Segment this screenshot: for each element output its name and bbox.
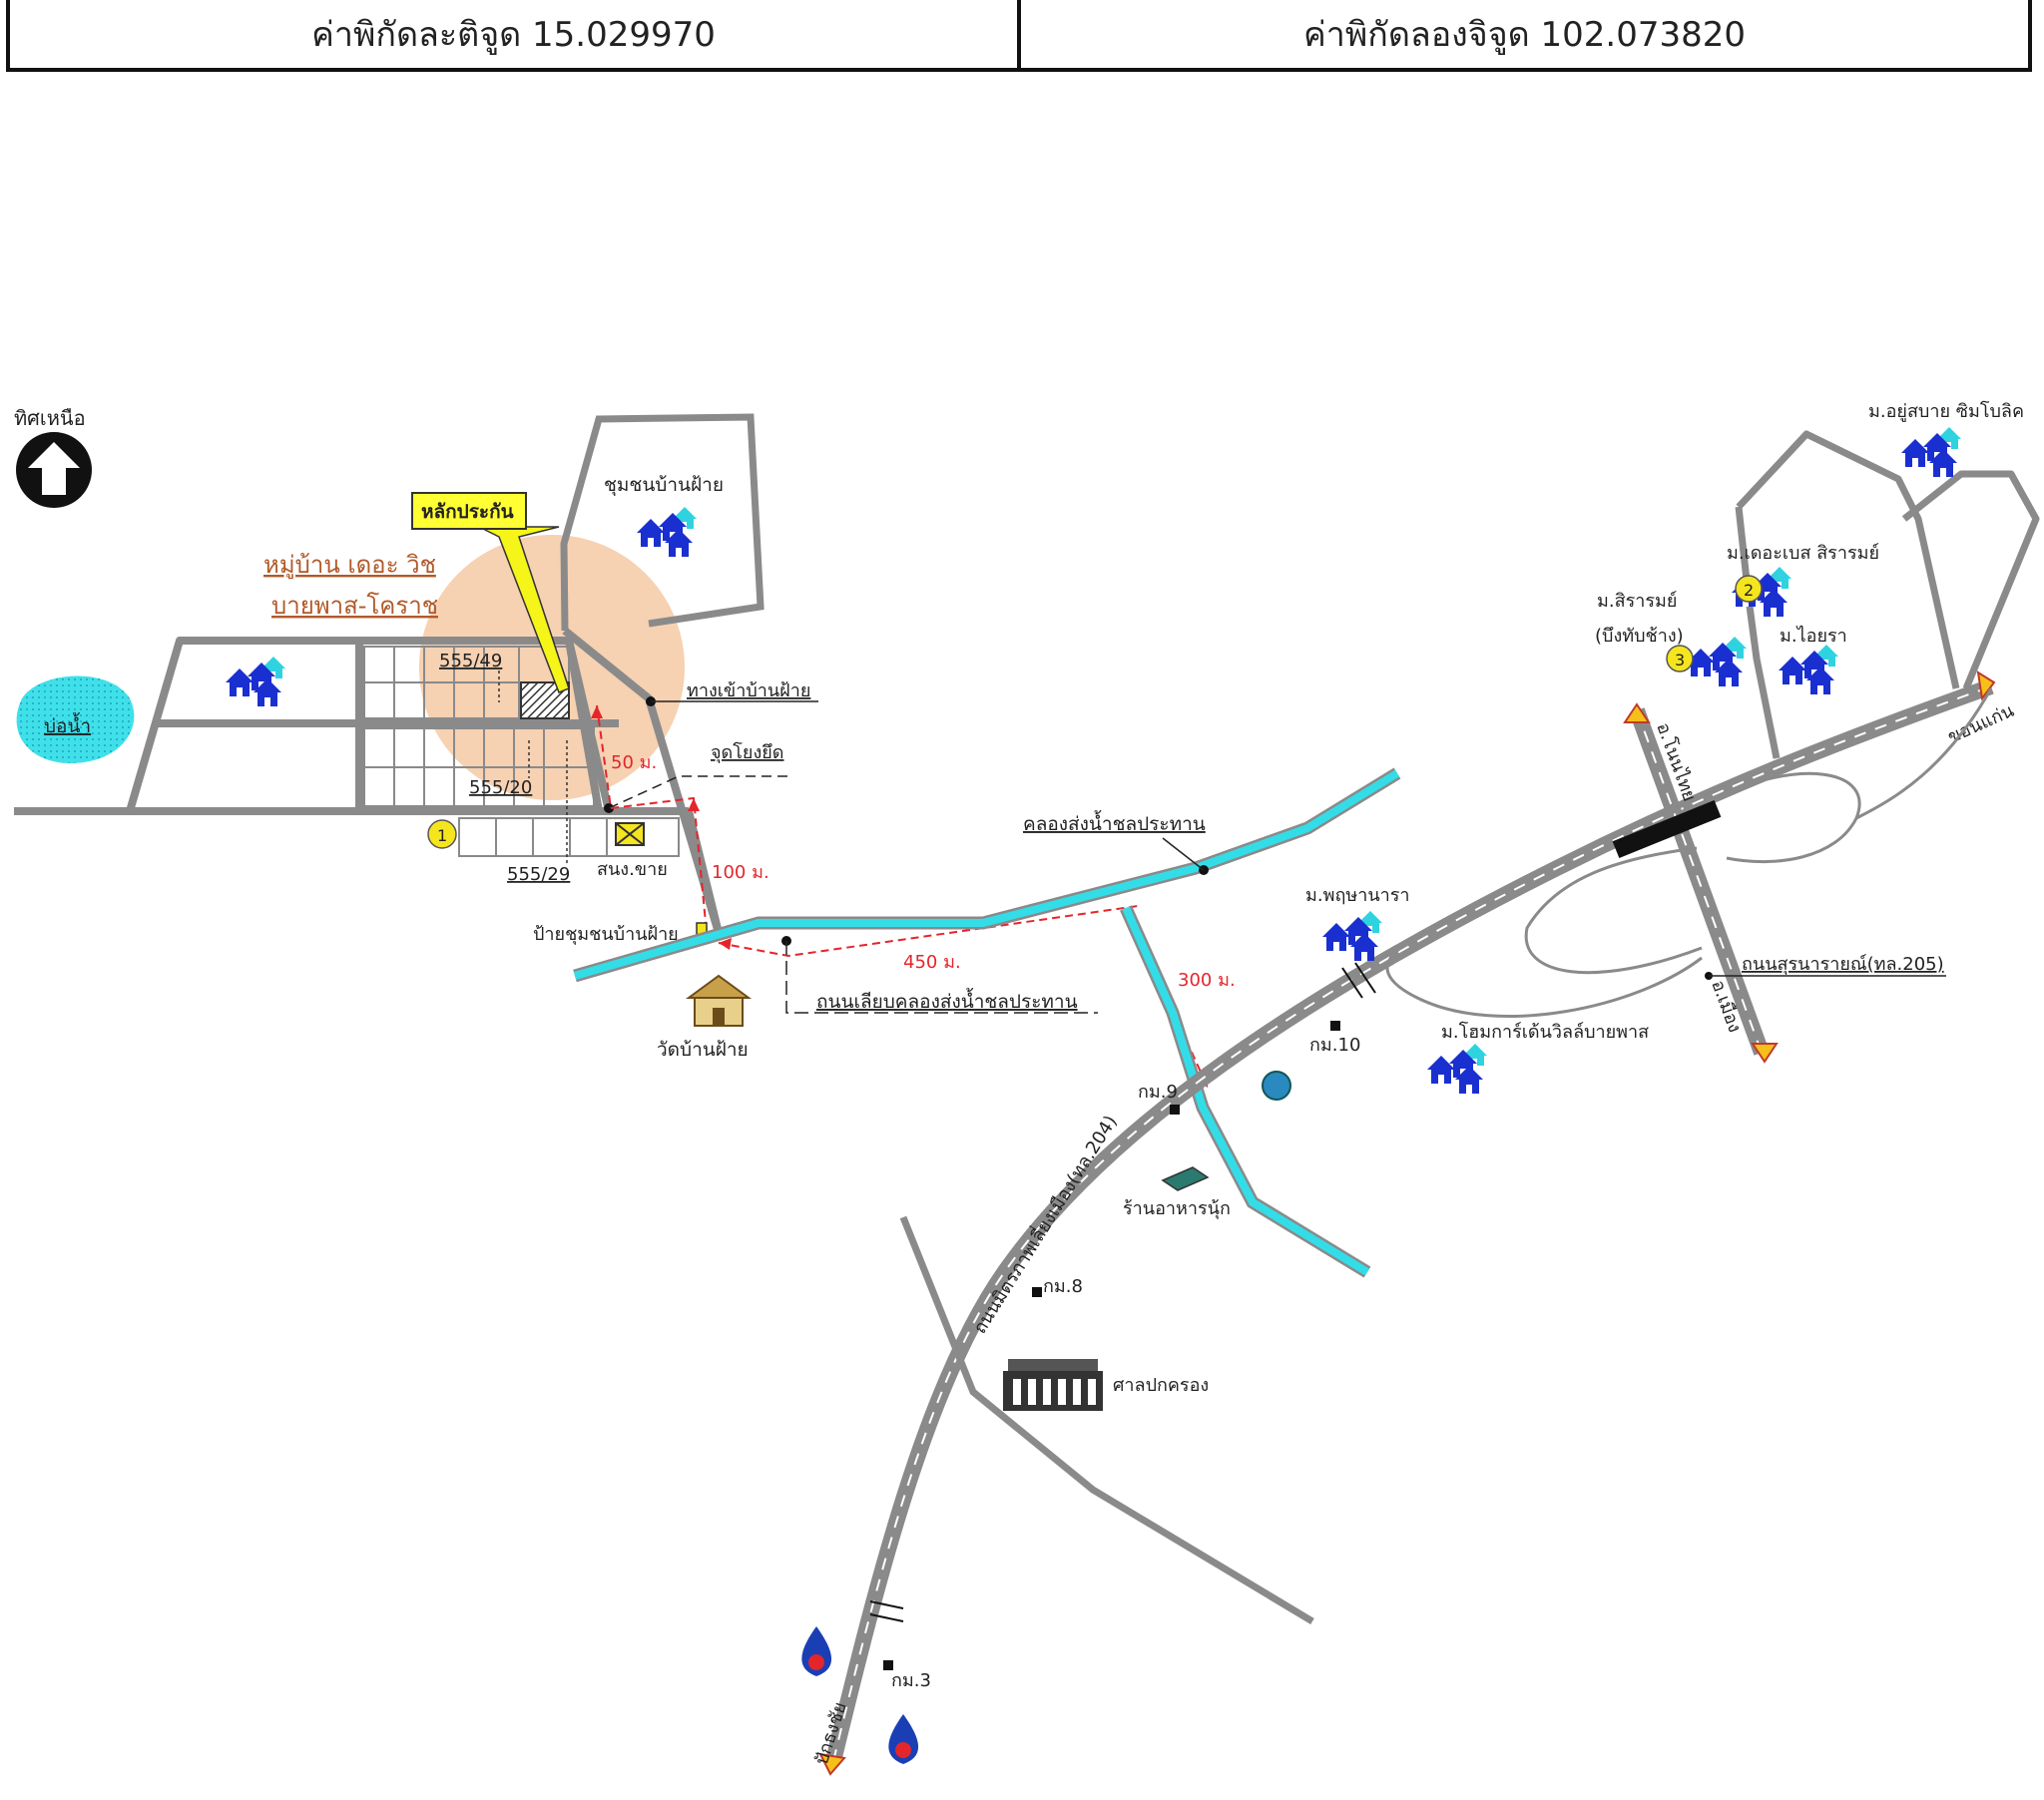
community-label: ชุมชนบ้านฝ้าย — [604, 474, 724, 497]
mittraphap-road-label: ถนนมิตรภาพเลี่ยงเมือง(ทล.204) — [967, 1111, 1122, 1338]
km9-label: กม.9 — [1138, 1082, 1178, 1103]
coordinate-bar: ค่าพิกัดละติจูด 15.029970 ค่าพิกัดลองจิจ… — [6, 0, 2032, 72]
marker-2-label: 2 — [1744, 581, 1754, 600]
temple-label: วัดบ้านฝ้าย — [657, 1039, 749, 1061]
restaurant-icon — [1161, 1166, 1210, 1191]
irrigation-canal — [573, 767, 1401, 1278]
distance-50-label: 50 ม. — [611, 752, 657, 773]
village-home-houses-icon — [1427, 1044, 1487, 1094]
village-sirarom-houses-icon — [1687, 637, 1747, 686]
court-building-icon — [1003, 1359, 1103, 1411]
collateral-callout-pointer — [478, 526, 570, 693]
village-pruksa-houses-icon — [1322, 911, 1382, 961]
distance-300-label: 300 ม. — [1178, 970, 1236, 991]
ptt-station-icon — [801, 1626, 832, 1676]
village-paradise-label: ม.เดอะเบส สิรารมย์ — [1727, 543, 1879, 564]
reference-point-label: จุดโยงยึด — [711, 741, 783, 763]
distance-arrowheads — [591, 705, 1208, 1088]
distance-lines — [596, 704, 1209, 1089]
project-houses-icon — [226, 657, 285, 706]
interchange-loops — [1385, 687, 1993, 1019]
plot-leader-lines — [498, 671, 568, 863]
longitude-label: ค่าพิกัดลองจิจูด 102.073820 — [1017, 0, 2028, 68]
surenarai-road-label: ถนนสุรนารายณ์(ทล.205) — [1742, 954, 1944, 975]
plot-555-20-label: 555/20 — [469, 777, 532, 798]
canal-label: คลองส่งน้ำชลประทาน — [1023, 810, 1206, 835]
canal-road-label: ถนนเลียบคลองส่งน้ำชลประทาน — [816, 988, 1078, 1013]
entrance-label: ทางเข้าบ้านฝ้าย — [687, 680, 810, 701]
village-ioyra-houses-icon — [1779, 645, 1838, 694]
northeast-village-boundaries — [1735, 430, 2040, 759]
community-sign-label: ป้ายชุมชนบ้านฝ้าย — [533, 924, 679, 945]
km10-label: กม.10 — [1309, 1035, 1360, 1056]
plot-555-29-label: 555/29 — [507, 864, 570, 885]
village-sirarom-label-line2: (บึงทับช้าง) — [1595, 626, 1684, 647]
direction-arrows — [818, 670, 1996, 1776]
village-pruksa-label: ม.พฤษานารา — [1305, 885, 1410, 906]
distance-100-label: 100 ม. — [712, 862, 769, 883]
restaurant-label: ร้านอาหารนุ้ก — [1123, 1198, 1231, 1219]
surenarai-road — [1629, 707, 1770, 1056]
village-yusabai-houses-icon — [1901, 427, 1961, 477]
project-name-line2: บายพาส-โคราช — [271, 592, 438, 620]
distance-450-label: 450 ม. — [903, 952, 961, 973]
secondary-road — [899, 1215, 1314, 1625]
village-home-label: ม.โฮมการ์เด้นวิลล์บายพาส — [1441, 1021, 1649, 1043]
overpass-icon — [1612, 800, 1722, 858]
km8-label: กม.8 — [1043, 1276, 1083, 1297]
plot-555-49-label: 555/49 — [439, 651, 502, 672]
km-marker-icons — [883, 1021, 1340, 1670]
marker-1 — [427, 819, 457, 849]
collateral-callout-box — [411, 492, 527, 530]
km3-label: กม.3 — [891, 1670, 931, 1691]
sales-office-label: สนง.ขาย — [597, 859, 668, 880]
village-ioyra-label: ม.ไอยรา — [1780, 625, 1847, 647]
project-name-line1: หมู่บ้าน เดอะ วิช — [263, 551, 436, 580]
collateral-label: หลักประกัน — [421, 501, 514, 523]
community-boundary — [560, 413, 765, 632]
gas-station-icon — [1262, 1071, 1291, 1101]
marker-1-label: 1 — [437, 826, 447, 845]
ptt-station-icon-2 — [888, 1714, 919, 1764]
court-label: ศาลปกครอง — [1113, 1375, 1209, 1396]
bridge-marks — [869, 962, 1376, 1622]
marker-3-label: 3 — [1675, 651, 1685, 670]
north-label: ทิศเหนือ — [14, 406, 86, 430]
village-yusabai-label: ม.อยู่สบาย ซิมโบลิค — [1868, 400, 2024, 422]
north-arrow-icon — [16, 432, 92, 508]
latitude-label: ค่าพิกัดละติจูด 15.029970 — [311, 15, 716, 55]
mittraphap-road — [825, 678, 1994, 1763]
community-houses-icon — [637, 507, 697, 557]
marker-3 — [1666, 645, 1694, 673]
village-sirarom-label-line1: ม.สิรารมย์ — [1597, 591, 1677, 612]
marker-2 — [1735, 575, 1763, 603]
pond-icon — [16, 675, 135, 763]
temple-icon — [685, 974, 753, 1027]
pond-label: บ่อน้ำ — [44, 712, 91, 737]
